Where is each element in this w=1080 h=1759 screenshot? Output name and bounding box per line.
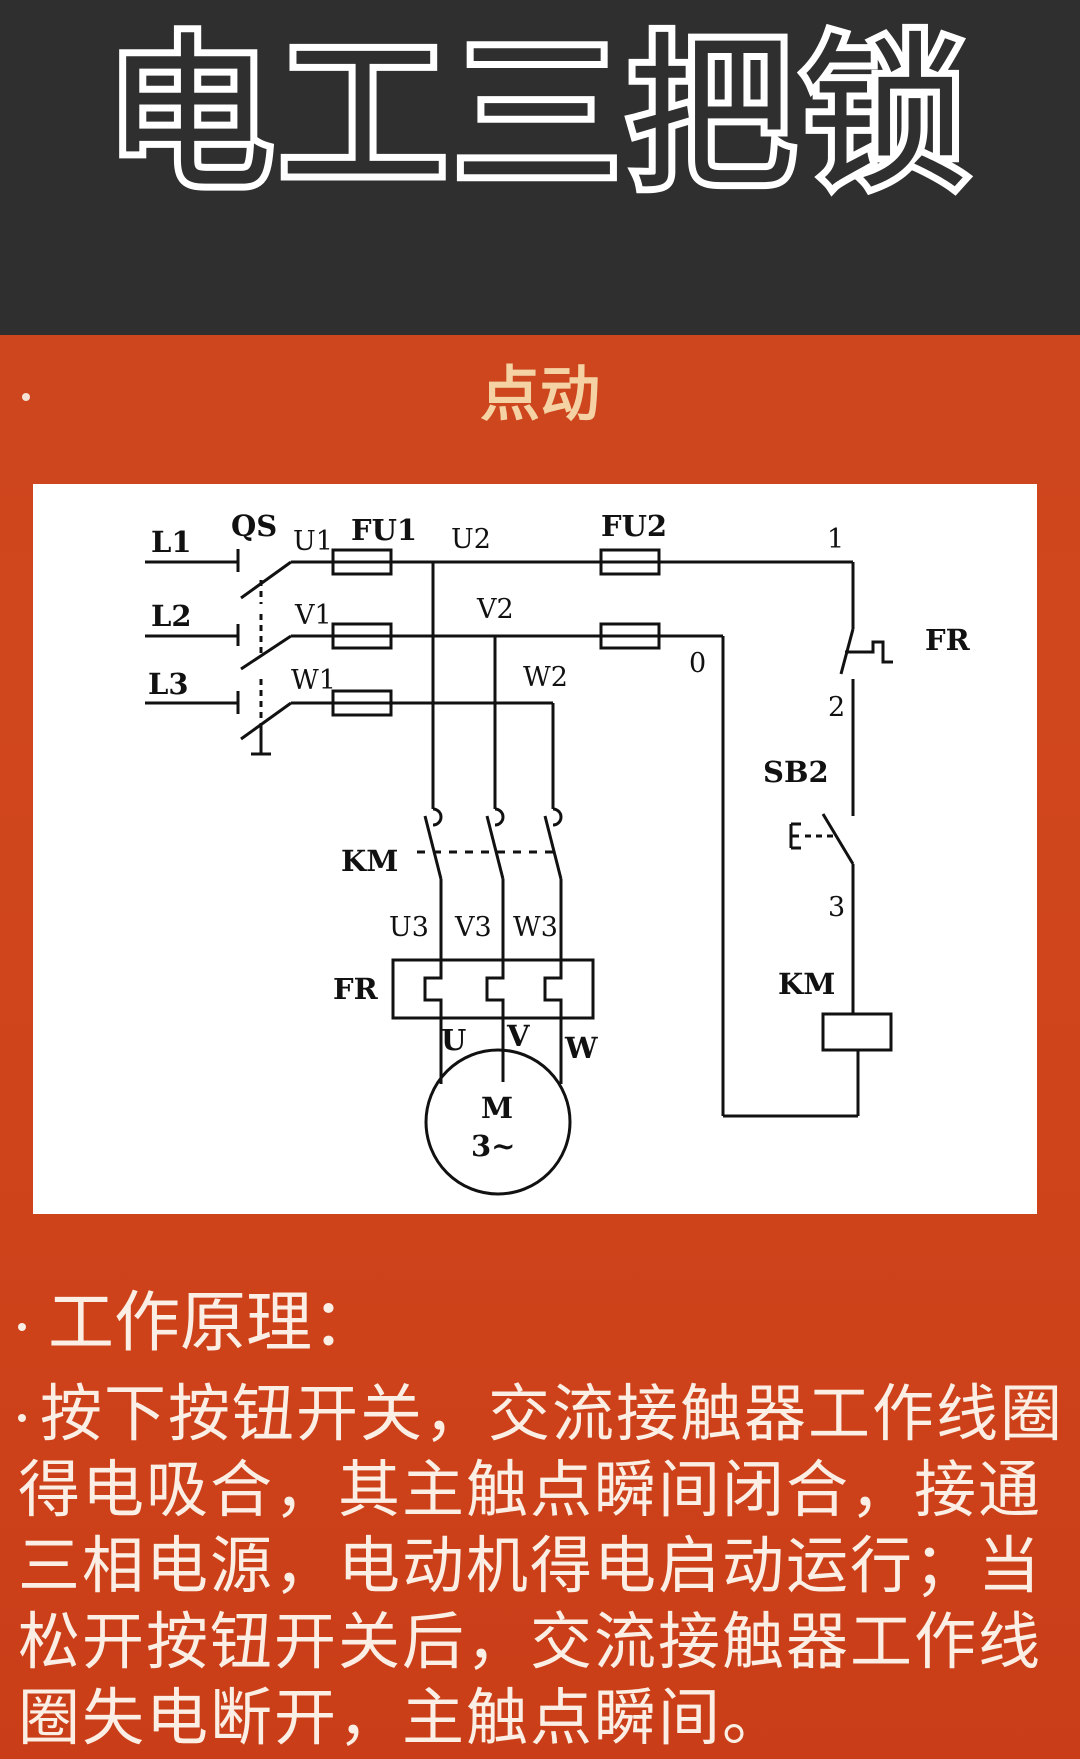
label-node-3: 3: [828, 892, 845, 923]
label-l3: L3: [148, 667, 189, 701]
label-node-2: 2: [828, 692, 845, 723]
circuit-diagram: L1 L2 L3 QS U1 V1 W1 FU1 U2 V2 W2 FU2 1 …: [33, 484, 1037, 1214]
label-node-0: 0: [689, 648, 706, 679]
label-v2: V2: [476, 594, 514, 625]
principle-heading: 工作原理：: [18, 1283, 378, 1363]
label-w2: W2: [523, 662, 568, 693]
label-v3: V3: [454, 912, 492, 943]
section-subtitle: 点动: [480, 360, 600, 430]
label-km-coil: KM: [778, 967, 835, 1001]
label-fu2: FU2: [601, 509, 667, 543]
qs-blade-3: [240, 701, 292, 741]
label-node-1: 1: [827, 524, 844, 555]
label-sb2: SB2: [763, 755, 829, 789]
km-contact-3: [543, 815, 563, 880]
fr-thermal-relay: [391, 958, 595, 1020]
label-v: V: [506, 1019, 530, 1053]
label-w: W: [564, 1031, 598, 1065]
qs-blade-1: [240, 560, 292, 600]
label-u2: U2: [451, 524, 491, 555]
km-contact-1: [423, 815, 443, 880]
qs-blade-2: [240, 634, 292, 671]
label-fu1: FU1: [351, 513, 417, 547]
label-l2: L2: [151, 599, 192, 633]
label-motor-m: M: [481, 1091, 513, 1125]
label-l1: L1: [151, 525, 192, 559]
sb2-button-contact: [821, 813, 855, 865]
label-km-main: KM: [341, 844, 398, 878]
bullet-dot: [18, 1322, 26, 1331]
label-motor-phase: 3~: [471, 1129, 515, 1163]
label-w3: W3: [513, 912, 558, 943]
label-qs: QS: [231, 509, 277, 543]
km-coil: [821, 1012, 893, 1052]
principle-text: 按下按钮开关，交流接触器工作线圈得电吸合，其主触点瞬间闭合，接通三相电源，电动机…: [18, 1376, 1068, 1756]
header-bar: 电工三把锁 电工三把锁: [0, 0, 1080, 335]
label-u3: U3: [389, 912, 429, 943]
page-title: 电工三把锁: [98, 10, 976, 220]
label-fr-main: FR: [333, 972, 379, 1006]
label-fr-control: FR: [925, 623, 971, 657]
bullet-dot: [22, 393, 30, 401]
principle-body: 按下按钮开关，交流接触器工作线圈得电吸合，其主触点瞬间闭合，接通三相电源，电动机…: [18, 1377, 1065, 1754]
principle-heading-text: 工作原理：: [48, 1284, 378, 1361]
label-w1: W1: [291, 665, 336, 696]
fr-control-symbol: [863, 640, 893, 664]
label-u: U: [441, 1023, 466, 1057]
bullet-dot: [18, 1413, 26, 1422]
label-v1: V1: [294, 600, 332, 631]
page-title-fill: 电工三把锁: [105, 17, 975, 213]
label-u1: U1: [293, 526, 333, 557]
motor-circle: [424, 1048, 572, 1196]
km-contact-2: [485, 815, 505, 880]
